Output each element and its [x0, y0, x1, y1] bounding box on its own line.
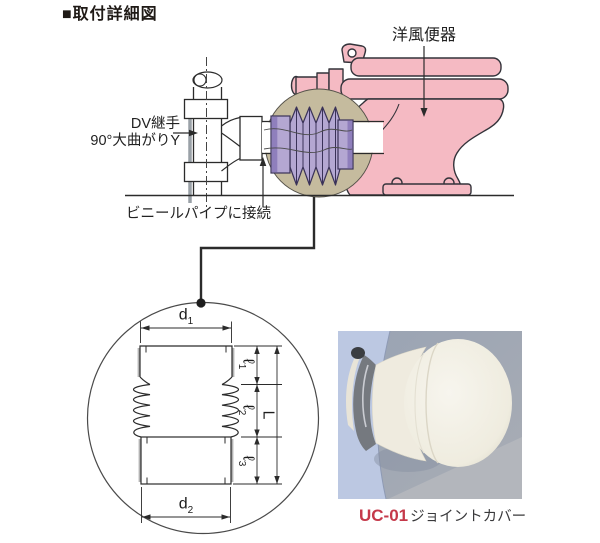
page-title: ■取付詳細図 — [62, 6, 158, 23]
dim-label-d1: d1 — [178, 306, 194, 327]
label-dv-joint-line1: DV継手 — [130, 116, 180, 132]
clamp-band — [353, 355, 376, 451]
branch-socket — [239, 115, 263, 161]
vinyl-arrowhead — [259, 157, 267, 166]
detail-circle — [86, 298, 320, 535]
dim-label-L: L — [259, 410, 277, 420]
label-dv-joint: DV継手 90°大曲がりY — [70, 116, 180, 149]
tank-handle-hole — [347, 48, 357, 58]
detail-bellows-left — [132, 383, 151, 438]
dim-label-l2: ℓ2 — [236, 404, 257, 416]
y-branch-curves — [221, 116, 241, 172]
leader-lines — [173, 46, 428, 299]
tank-lid-top — [350, 57, 502, 77]
label-toilet: 洋風便器 — [392, 27, 457, 44]
bellows-joint — [263, 106, 354, 186]
toilet-illustration — [290, 43, 509, 196]
detail-leader — [199, 197, 316, 299]
dv-arrowhead — [189, 129, 198, 137]
dim-label-l3: ℓ3 — [236, 455, 257, 467]
cover-cuff — [346, 357, 360, 431]
cover-disc — [404, 339, 512, 467]
toilet-base-plate — [382, 183, 472, 196]
detail-part — [132, 345, 240, 485]
label-dv-joint-line2: 90°大曲がりY — [90, 132, 180, 149]
dimension-lines — [140, 321, 282, 523]
label-vinyl-pipe: ビニールパイプに接続 — [126, 206, 271, 222]
flow-contour-lines — [263, 128, 353, 153]
detail-leader-dot — [196, 298, 206, 308]
toilet-arrowhead — [420, 108, 428, 117]
detail-bellows-right — [221, 383, 240, 438]
pipe-assembly — [183, 57, 263, 208]
product-model: UC-01 — [359, 506, 409, 525]
joint-cover-photo — [338, 331, 522, 499]
dim-label-l1: ℓ1 — [236, 358, 257, 370]
product-name: ジョイントカバー — [410, 509, 527, 525]
product-photo — [338, 331, 522, 499]
dim-label-d2: d2 — [178, 495, 194, 516]
clamp-bolt — [351, 347, 365, 359]
